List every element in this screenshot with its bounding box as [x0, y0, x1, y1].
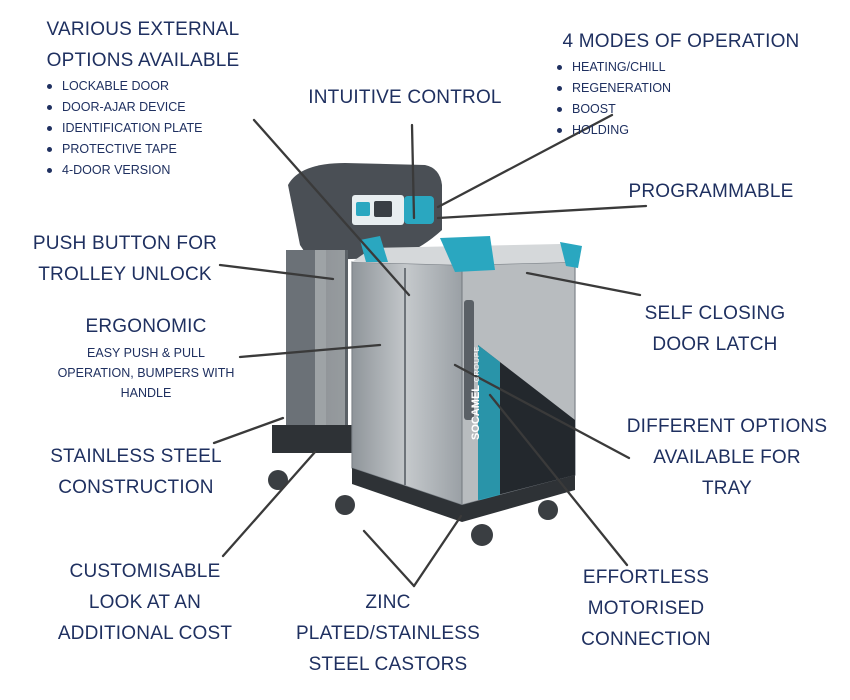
- stainless-label: STAINLESS STEEL CONSTRUCTION: [50, 446, 222, 498]
- trolley-body: [351, 236, 582, 522]
- list-item: HEATING/CHILL: [554, 57, 671, 78]
- docking-station: [272, 163, 442, 453]
- ergonomic-description: EASY PUSH & PULL OPERATION, BUMPERS WITH…: [57, 346, 235, 400]
- motorised-label: EFFORTLESS MOTORISED CONNECTION: [581, 567, 711, 650]
- intuitive-control-label: INTUITIVE CONTROL: [308, 87, 502, 108]
- tray-options-label: DIFFERENT OPTIONS AVAILABLE FOR TRAY: [626, 416, 828, 499]
- leader-lines: [212, 113, 648, 588]
- list-item: DOOR-AJAR DEVICE: [44, 97, 203, 118]
- programmable-label: PROGRAMMABLE: [628, 181, 794, 202]
- list-item: IDENTIFICATION PLATE: [44, 118, 203, 139]
- list-item: LOCKABLE DOOR: [44, 76, 203, 97]
- list-item: HOLDING: [554, 120, 671, 141]
- castors: [268, 470, 558, 546]
- list-item: PROTECTIVE TAPE: [44, 139, 203, 160]
- ergonomic-title: ERGONOMIC: [85, 316, 207, 337]
- list-item: 4-DOOR VERSION: [44, 160, 203, 181]
- modes-list: HEATING/CHILL REGENERATION BOOST HOLDING: [554, 57, 671, 141]
- modes-title: 4 MODES OF OPERATION: [562, 31, 800, 52]
- list-item: REGENERATION: [554, 78, 671, 99]
- castors-label: ZINC PLATED/STAINLESS STEEL CASTORS: [295, 592, 481, 675]
- control-knob: [404, 196, 434, 224]
- list-item: BOOST: [554, 99, 671, 120]
- brand-logo: SOCAMEL GROUPE: [470, 345, 482, 440]
- self-closing-label: SELF CLOSING DOOR LATCH: [644, 303, 786, 355]
- push-button-label: PUSH BUTTON FOR TROLLEY UNLOCK: [32, 233, 218, 285]
- external-options-list: LOCKABLE DOOR DOOR-AJAR DEVICE IDENTIFIC…: [44, 76, 203, 181]
- customisable-label: CUSTOMISABLE LOOK AT AN ADDITIONAL COST: [57, 561, 233, 644]
- external-options-title: VARIOUS EXTERNAL OPTIONS AVAILABLE: [46, 19, 240, 71]
